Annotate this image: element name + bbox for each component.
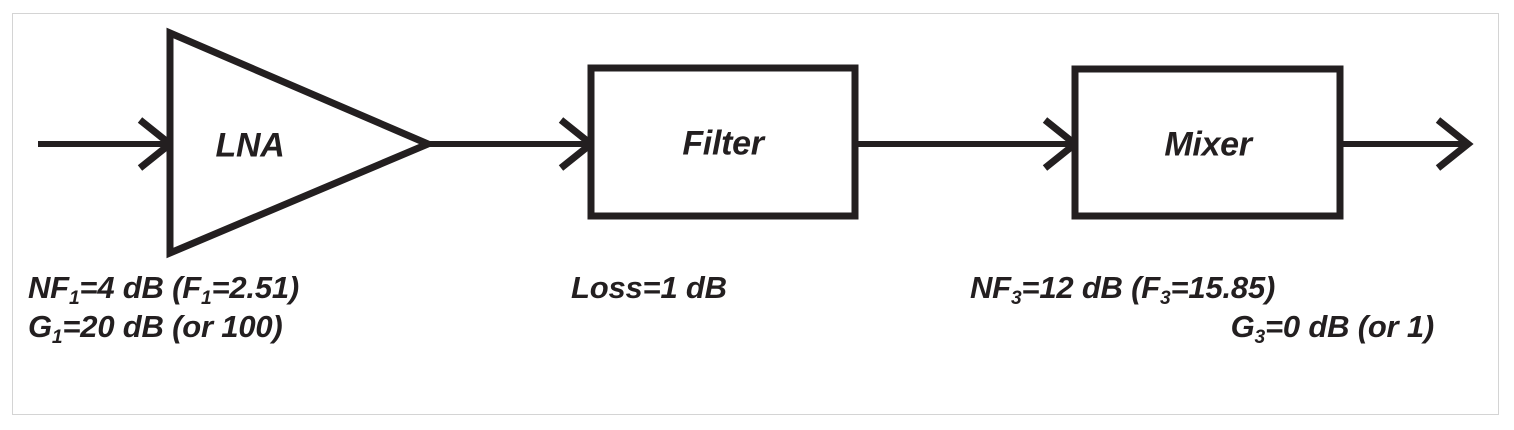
mixer-caption-group: NF3=12 dB (F3=15.85) G3=0 dB (or 1) (970, 268, 1470, 349)
lna-nf-subscript: 1 (68, 288, 80, 310)
lna-gain-caption: G1=20 dB (or 100) (28, 307, 299, 349)
mixer-gain-caption: G3=0 dB (or 1) (970, 307, 1470, 349)
filter-block-label: Filter (682, 124, 764, 163)
mixer-f-subscript: 3 (1160, 288, 1171, 310)
mixer-f-value: =15.85) (1170, 270, 1276, 305)
filter-rect-shape (587, 64, 859, 220)
mixer-nf-symbol: NF (970, 270, 1011, 305)
lna-nf-value: =4 dB (F (79, 270, 201, 305)
filter-loss-caption: Loss=1 dB (571, 270, 727, 305)
mixer-nf-value: =12 dB (F (1021, 270, 1161, 305)
lna-gain-subscript: 1 (51, 327, 63, 349)
input-arrow (38, 117, 176, 171)
mixer-block-label: Mixer (1164, 125, 1252, 164)
lna-gain-symbol: G (28, 309, 52, 345)
lna-triangle-shape (166, 27, 437, 259)
lna-caption-group: NF1=4 dB (F1=2.51) G1=20 dB (or 100) (28, 268, 300, 349)
filter-block (587, 64, 859, 220)
lna-noise-figure-caption: NF1=4 dB (F1=2.51) (28, 268, 300, 310)
mixer-gain-symbol: G (1230, 309, 1255, 345)
output-arrow (1337, 117, 1474, 171)
filter-caption-group: Loss=1 dB (571, 268, 871, 307)
lna-block-label: LNA (215, 126, 285, 165)
lna-nf-symbol: NF (28, 270, 69, 305)
lna-to-filter-arrow (424, 117, 597, 171)
mixer-gain-value: =0 dB (or 1) (1265, 309, 1434, 345)
lna-gain-value: =20 dB (or 100) (62, 309, 283, 345)
mixer-gain-subscript: 3 (1254, 327, 1266, 349)
filter-to-mixer-arrow (852, 117, 1081, 171)
lna-f-value: =2.51) (211, 270, 300, 305)
lna-f-subscript: 1 (200, 288, 212, 310)
mixer-nf-subscript: 3 (1010, 288, 1022, 310)
lna-block (166, 27, 437, 259)
output-arrowhead-icon (1435, 117, 1474, 171)
mixer-noise-figure-caption: NF3=12 dB (F3=15.85) (970, 268, 1470, 310)
